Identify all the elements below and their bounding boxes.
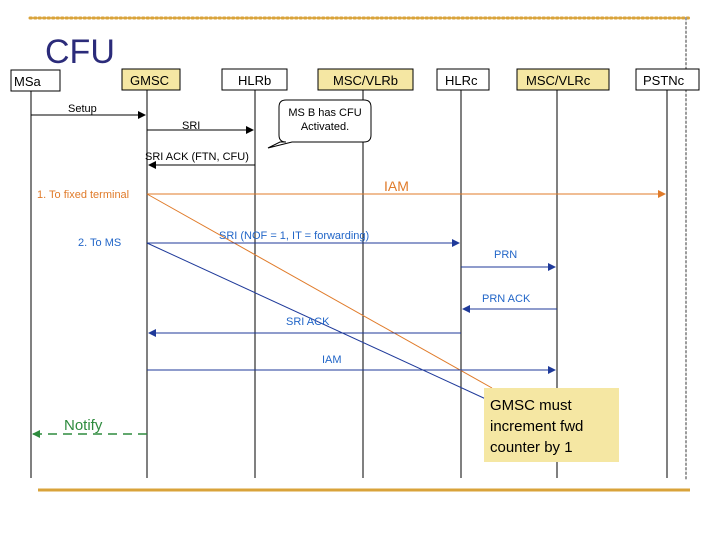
entity-gmsc-label: GMSC (130, 73, 169, 88)
branch-ms-label: 2. To MS (78, 237, 121, 249)
message-notify: Notify (32, 417, 147, 438)
entity-gmsc: GMSC (121, 68, 181, 91)
callout-cfu-line1: MS B has CFU (288, 107, 361, 119)
message-sri: SRI (147, 120, 254, 134)
entity-msa-label: MSa (14, 74, 42, 89)
entity-hlrb-label: HLRb (238, 73, 271, 88)
message-iam-fixed-label: IAM (384, 178, 409, 194)
message-sri-label: SRI (182, 120, 200, 132)
message-iam-ms-label: IAM (322, 354, 342, 366)
slide-border (28, 16, 692, 492)
message-sri-ack-ftn-cfu-label: SRI ACK (FTN, CFU) (145, 151, 249, 163)
message-setup: Setup (31, 103, 146, 119)
entity-mscvlrb: MSC/VLRb (317, 68, 414, 91)
message-sri-nof-label: SRI (NOF = 1, IT = forwarding) (219, 230, 369, 242)
note-gmsc-line1: GMSC must (490, 397, 573, 414)
entity-hlrb: HLRb (221, 68, 288, 91)
blue-diagonal-line (146, 242, 489, 401)
message-iam-ms: IAM (147, 354, 556, 374)
callout-cfu-line2: Activated. (301, 121, 349, 133)
message-iam-fixed: 1. To fixed terminal IAM (37, 178, 666, 201)
callout-cfu-activated: MS B has CFU Activated. (267, 99, 372, 149)
message-sri-ack-ftn-cfu: SRI ACK (FTN, CFU) (145, 151, 255, 169)
orange-diagonal-line (146, 193, 493, 389)
entity-msa: MSa (10, 69, 61, 92)
slide-title: CFU (45, 33, 115, 71)
note-gmsc-counter: GMSC must increment fwd counter by 1 (484, 388, 619, 462)
message-sri-ack-label: SRI ACK (286, 316, 330, 328)
entity-pstnc-label: PSTNc (643, 73, 685, 88)
branch-fixed-label: 1. To fixed terminal (37, 189, 129, 201)
message-prn-ack-label: PRN ACK (482, 293, 531, 305)
entity-mscvlrc: MSC/VLRc (516, 68, 610, 91)
note-gmsc-line2: increment fwd (490, 418, 583, 435)
note-gmsc-line3: counter by 1 (490, 439, 573, 456)
message-prn-ack: PRN ACK (462, 293, 557, 313)
entity-mscvlrc-label: MSC/VLRc (526, 73, 591, 88)
entity-mscvlrb-label: MSC/VLRb (333, 73, 398, 88)
message-sri-ack: SRI ACK (148, 316, 461, 337)
message-prn: PRN (461, 249, 556, 271)
message-notify-label: Notify (64, 417, 103, 434)
entity-pstnc: PSTNc (635, 68, 700, 91)
entity-hlrc-label: HLRc (445, 73, 478, 88)
message-setup-label: Setup (68, 103, 97, 115)
entity-hlrc: HLRc (436, 68, 490, 91)
message-prn-label: PRN (494, 249, 517, 261)
message-sri-nof: 2. To MS SRI (NOF = 1, IT = forwarding) (78, 230, 460, 249)
